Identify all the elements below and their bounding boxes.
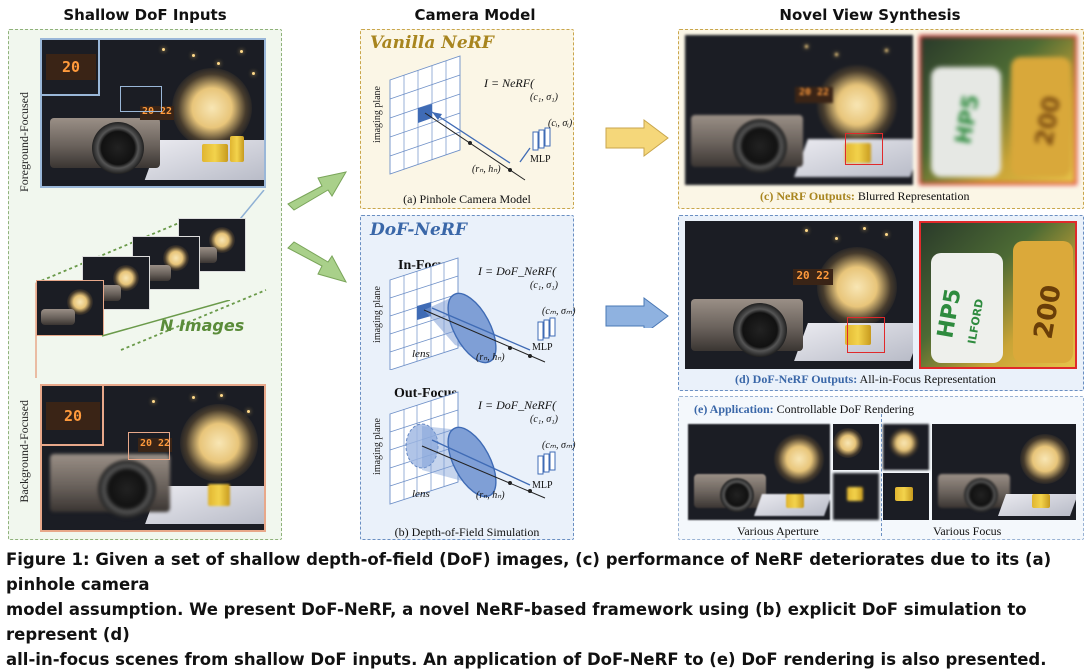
out-focus-equation: I = DoF_NeRF( (478, 398, 557, 412)
out-focus-diagram (389, 391, 556, 505)
in-focus-equation: I = DoF_NeRF( (478, 264, 557, 278)
in-focus-diagram (389, 257, 556, 370)
application-title-bold: (e) Application: (694, 402, 774, 416)
application-title: (e) Application: Controllable DoF Render… (694, 402, 914, 417)
in-focus-lens-label: lens (412, 348, 430, 360)
inputs-header: Shallow DoF Inputs (63, 6, 227, 24)
foreground-focused-label: Foreground-Focused (17, 92, 31, 192)
nerf-output-photo: 20 22 (685, 35, 913, 185)
in-focus-imaging-plane-label: imaging plane (372, 286, 383, 343)
vanilla-rn: (rₙ, hₙ) (472, 164, 501, 175)
dof-output-photo: 20 22 (685, 221, 913, 369)
dof-zoom-sharp: HP5 ILFORD 200 (919, 221, 1077, 369)
various-aperture-label: Various Aperture (737, 524, 819, 538)
blue-arrow (605, 297, 669, 328)
yellow-arrow (605, 119, 669, 157)
nerf-outputs-caption-rest: Blurred Representation (854, 189, 970, 203)
n-images-label: N Images (160, 316, 245, 335)
novel-header: Novel View Synthesis (779, 6, 961, 24)
figure-caption-line-3: all-in-focus scenes from shallow DoF inp… (6, 650, 1047, 669)
camera-header: Camera Model (414, 6, 536, 24)
aperture-photo-main (688, 424, 830, 520)
focus-thumb-2 (883, 473, 929, 520)
aperture-thumb-1 (833, 424, 879, 470)
out-focus-c1: (c₁, σ₁) (530, 414, 558, 425)
foreground-inset: 20 (40, 38, 100, 96)
in-focus-cm: (cₘ, σₘ) (542, 306, 576, 317)
dof-nerf-title: DoF-NeRF (370, 220, 467, 240)
out-focus-rn: (rₙ, hₙ) (476, 490, 505, 501)
nerf-zoom-blurred: HP5 200 (919, 35, 1077, 185)
vanilla-mlp: MLP (530, 154, 551, 165)
vanilla-imaging-plane-label: imaging plane (372, 86, 383, 143)
background-focused-label: Background-Focused (17, 400, 31, 503)
out-focus-imaging-plane-label: imaging plane (372, 418, 383, 475)
vanilla-nerf-title: Vanilla NeRF (370, 33, 494, 53)
green-arrow-up (287, 171, 348, 211)
dof-caption: (b) Depth-of-Field Simulation (394, 525, 540, 539)
vanilla-equation: I = NeRF( (484, 76, 535, 90)
background-inset: 20 (40, 384, 104, 446)
pinhole-diagram (389, 55, 551, 181)
out-focus-lens-label: lens (412, 488, 430, 500)
focus-photo-main (932, 424, 1076, 520)
in-focus-mlp: MLP (532, 342, 553, 353)
vanilla-caption: (a) Pinhole Camera Model (403, 192, 531, 206)
vanilla-ci: (cᵢ, σᵢ) (548, 118, 573, 129)
dof-outputs-caption: (d) DoF-NeRF Outputs: All-in-Focus Repre… (735, 372, 996, 387)
out-focus-mlp: MLP (532, 480, 553, 491)
aperture-thumb-2 (833, 473, 879, 520)
application-title-rest: Controllable DoF Rendering (773, 402, 914, 416)
output-arrows (605, 119, 669, 328)
figure-caption-line-2: model assumption. We present DoF-NeRF, a… (6, 600, 1027, 644)
foreground-selection-box (120, 86, 162, 112)
in-focus-c1: (c₁, σ₁) (530, 280, 558, 291)
dof-outputs-caption-bold: (d) DoF-NeRF Outputs: (735, 372, 858, 386)
figure-caption-line-1: Figure 1: Given a set of shallow depth-o… (6, 550, 1052, 594)
dof-outputs-caption-rest: All-in-Focus Representation (857, 372, 996, 386)
focus-thumb-1 (883, 424, 929, 470)
dof-zoom-selection (847, 317, 885, 353)
application-divider (881, 414, 882, 536)
nerf-outputs-caption-bold: (c) NeRF Outputs: (760, 189, 855, 203)
in-focus-rn: (rₙ, hₙ) (476, 352, 505, 363)
vanilla-c1: (c₁, σ₁) (530, 92, 558, 103)
n-images-bracket (101, 300, 231, 337)
stack-image-1 (36, 280, 104, 336)
nerf-outputs-caption: (c) NeRF Outputs: Blurred Representation (760, 189, 970, 204)
background-selection-box (128, 432, 170, 460)
various-focus-label: Various Focus (933, 524, 1002, 538)
nerf-zoom-selection (845, 133, 883, 165)
figure-caption: Figure 1: Given a set of shallow depth-o… (0, 547, 1092, 672)
out-focus-cm: (cₘ, σₘ) (542, 440, 576, 451)
green-arrows (287, 171, 348, 283)
green-arrow-down (287, 241, 348, 283)
